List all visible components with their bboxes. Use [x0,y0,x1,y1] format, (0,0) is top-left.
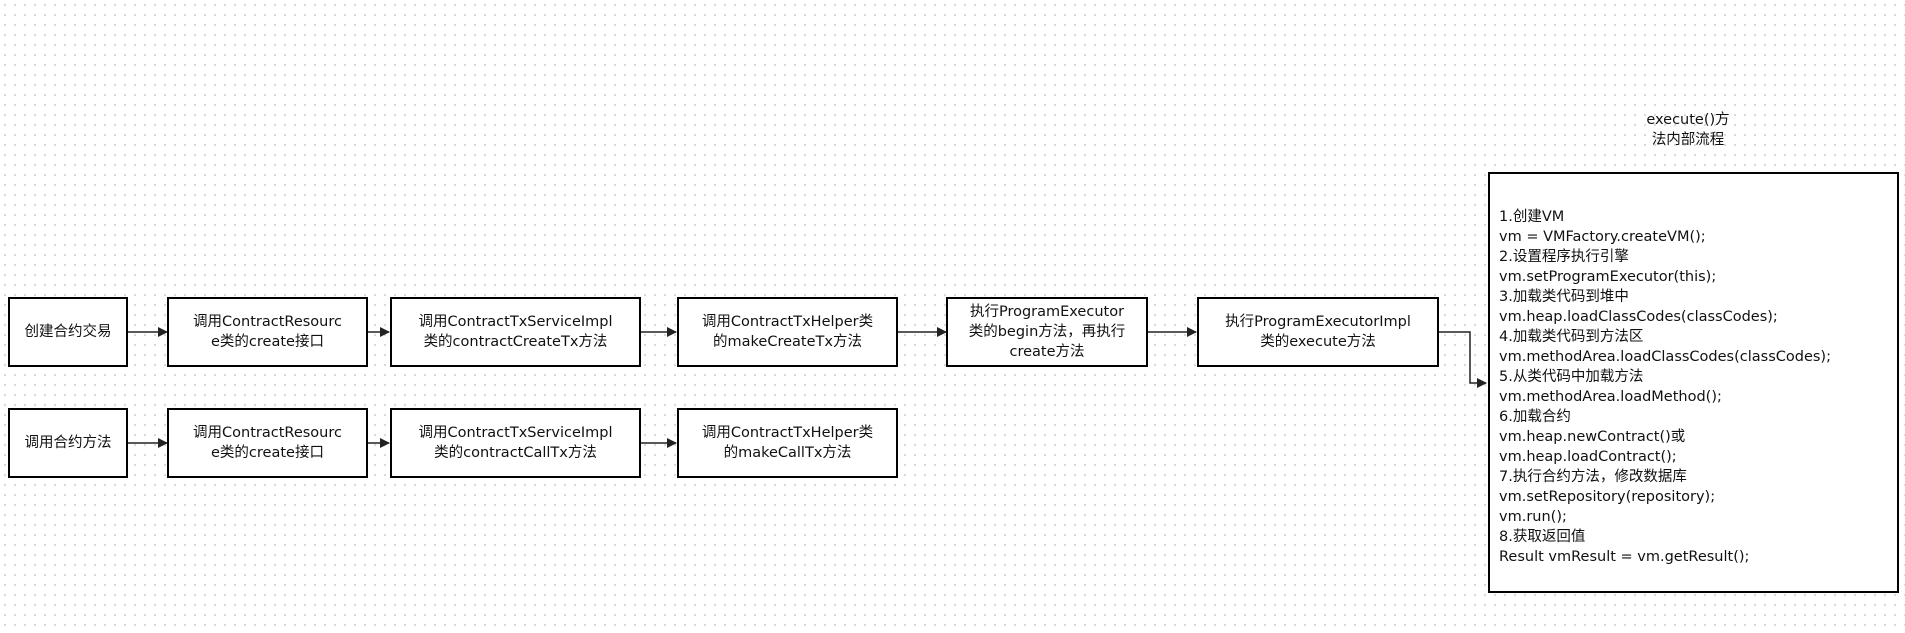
create-contract-tx-node: 创建合约交易 [8,297,128,367]
execute-code-line: vm.setProgramExecutor(this); [1499,269,1717,285]
execute-code-line: vm.heap.loadContract(); [1499,449,1677,465]
create-step-program-executor-node: 执行ProgramExecutor 类的begin方法，再执行 create方法 [946,297,1148,367]
execute-step-line: 1.创建VM [1499,209,1565,225]
execute-step-line: 3.加载类代码到堆中 [1499,289,1629,305]
call-step-contract-resource-node: 调用ContractResourc e类的create接口 [167,408,368,478]
execute-code-line: vm.run(); [1499,509,1567,525]
create-step-tx-helper-node: 调用ContractTxHelper类 的makeCreateTx方法 [677,297,898,367]
execute-step-line: 8.获取返回值 [1499,529,1586,545]
execute-code-line: vm.setRepository(repository); [1499,489,1716,505]
create-step-tx-service-node: 调用ContractTxServiceImpl 类的contractCreate… [390,297,641,367]
execute-code-line: vm.methodArea.loadMethod(); [1499,389,1722,405]
call-contract-method-node: 调用合约方法 [8,408,128,478]
execute-step-line: 2.设置程序执行引擎 [1499,249,1629,265]
execute-code-line: vm = VMFactory.createVM(); [1499,229,1706,245]
execute-code-line: vm.methodArea.loadClassCodes(classCodes)… [1499,349,1831,365]
execute-code-line: vm.heap.newContract()或 [1499,429,1686,445]
execute-code-line: vm.heap.loadClassCodes(classCodes); [1499,309,1778,325]
call-step-tx-helper-node: 调用ContractTxHelper类 的makeCallTx方法 [677,408,898,478]
call-step-tx-service-node: 调用ContractTxServiceImpl 类的contractCallTx… [390,408,641,478]
execute-step-line: 5.从类代码中加载方法 [1499,369,1644,385]
execute-flow-caption: execute()方 法内部流程 [1646,112,1730,148]
create-step-contract-resource-node: 调用ContractResourc e类的create接口 [167,297,368,367]
execute-step-line: 4.加载类代码到方法区 [1499,329,1644,345]
execute-step-line: 6.加载合约 [1499,409,1571,425]
arrow-to-execute-detail [1439,331,1487,388]
create-step-executor-impl-node: 执行ProgramExecutorImpl 类的execute方法 [1197,297,1439,367]
execute-detail-box: 1.创建VM vm = VMFactory.createVM(); 2.设置程序… [1488,172,1899,593]
execute-step-line: 7.执行合约方法，修改数据库 [1499,469,1687,485]
execute-code-line: Result vmResult = vm.getResult(); [1499,549,1750,565]
